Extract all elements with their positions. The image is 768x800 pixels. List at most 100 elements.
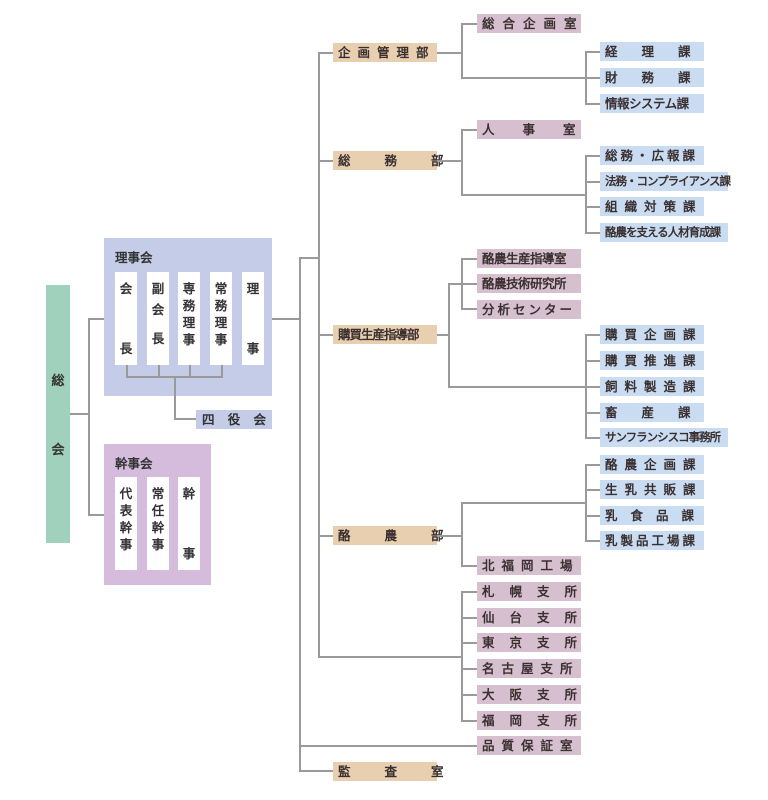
char: 幹	[182, 486, 196, 501]
branch-fukuoka: 福岡支所	[477, 711, 581, 730]
char: 事	[151, 537, 165, 552]
dept-purchasing-production: 購買生産指導部	[333, 325, 437, 344]
connector	[318, 52, 320, 658]
connector	[585, 412, 600, 414]
connector	[461, 668, 477, 670]
char: 任	[151, 503, 165, 518]
char: 常	[214, 281, 228, 296]
auditor-standing: 常 任 幹 事	[147, 477, 169, 570]
connector	[585, 540, 600, 542]
connector	[585, 206, 600, 208]
char: 代	[119, 486, 133, 501]
connector	[448, 386, 586, 388]
dept-label: 総務部	[338, 153, 478, 168]
char: 長	[119, 341, 133, 356]
section-label: 組織対策課	[605, 199, 703, 214]
char: 会	[253, 412, 266, 427]
connector	[461, 308, 477, 310]
connector	[174, 377, 176, 420]
connector	[585, 232, 600, 234]
audit-committee: 幹事会 代 表 幹 事 常 任 幹 事 幹 事	[104, 444, 211, 585]
char: 役	[227, 412, 241, 427]
connector	[461, 258, 477, 260]
connector	[158, 365, 160, 377]
branch-label: 大阪支所	[482, 687, 593, 702]
section-general-pr: 総務・広報課	[600, 146, 704, 165]
dept-label: 購買生産指導部	[338, 327, 420, 342]
office-analysis-center: 分析センター	[477, 300, 581, 319]
section-dairy-hr-development: 酪農を支える人材育成課	[600, 223, 728, 242]
connector	[461, 720, 477, 722]
section-dairy-plant: 乳製品工場課	[600, 531, 704, 550]
branch-label: 仙台支所	[482, 610, 593, 625]
office-dairy-technology-institute: 酪農技術研究所	[477, 274, 581, 293]
section-san-francisco-office: サンフランシスコ事務所	[600, 428, 728, 447]
connector	[585, 464, 587, 541]
connector	[461, 258, 463, 309]
connector	[461, 694, 477, 696]
connector	[585, 334, 600, 336]
section-label: 酪農を支える人材育成課	[605, 225, 721, 239]
section-label: 購買推進課	[605, 353, 703, 368]
office-label: 北福岡工場	[482, 558, 580, 573]
section-label: サンフランシスコ事務所	[605, 430, 721, 444]
connector	[585, 360, 600, 362]
office-label: 分析センター	[482, 302, 576, 317]
connector	[88, 318, 90, 515]
connector	[585, 77, 600, 79]
connector	[461, 502, 586, 504]
connector	[189, 365, 191, 377]
connector	[585, 515, 600, 517]
section-purchasing-planning: 購買企画課	[600, 325, 704, 344]
char: 表	[119, 503, 133, 518]
char: 事	[246, 341, 260, 356]
dept-audit-office: 監査室	[333, 762, 444, 781]
section-dairy-foods: 乳食品課	[600, 506, 704, 525]
connector	[221, 365, 223, 377]
char: 務	[214, 298, 228, 313]
connector	[448, 283, 450, 387]
connector	[461, 502, 463, 566]
dept-label: 監査室	[338, 764, 478, 779]
char: 常	[151, 486, 165, 501]
office-human-resources: 人事室	[477, 120, 581, 139]
branch-sapporo: 札幌支所	[477, 582, 581, 601]
connector	[585, 386, 600, 388]
dept-dairy: 酪農部	[333, 526, 444, 545]
board-of-directors: 理事会 会 長 副 会 長 専 務 理 事 常 務 理 事 理 事	[104, 238, 272, 396]
branch-nagoya: 名古屋支所	[477, 659, 581, 678]
char: 務	[182, 298, 196, 313]
connector	[437, 535, 462, 537]
section-purchasing-promotion: 購買推進課	[600, 351, 704, 370]
auditor: 幹 事	[178, 477, 200, 570]
general-assembly-box: 総 会	[46, 285, 70, 543]
connector	[437, 52, 462, 54]
char: 長	[151, 331, 165, 346]
char: 副	[151, 281, 165, 296]
connector	[88, 514, 104, 516]
connector	[585, 155, 587, 233]
connector	[585, 464, 600, 466]
connector	[461, 591, 463, 721]
char: 会	[119, 281, 133, 296]
char: 専	[182, 281, 196, 296]
connector	[461, 565, 477, 567]
connector	[437, 160, 462, 162]
board-title: 理事会	[115, 250, 153, 265]
board-member-director: 理 事	[242, 272, 264, 365]
branch-label: 札幌支所	[482, 584, 593, 599]
connector	[585, 489, 600, 491]
section-livestock: 畜産課	[600, 403, 704, 422]
board-member-vice-chairman: 副 会 長	[147, 272, 169, 365]
char: 四	[202, 412, 215, 427]
section-label: 生乳共販課	[605, 482, 703, 497]
section-label: 畜産課	[605, 405, 715, 420]
section-label: 飼料製造課	[605, 379, 703, 394]
connector	[585, 437, 600, 439]
connector	[461, 194, 586, 196]
dept-label: 酪農部	[338, 528, 478, 543]
section-label: 乳食品課	[605, 508, 708, 523]
char: 事	[182, 546, 196, 561]
branch-tokyo: 東京支所	[477, 633, 581, 652]
section-label: 財務課	[605, 70, 715, 85]
